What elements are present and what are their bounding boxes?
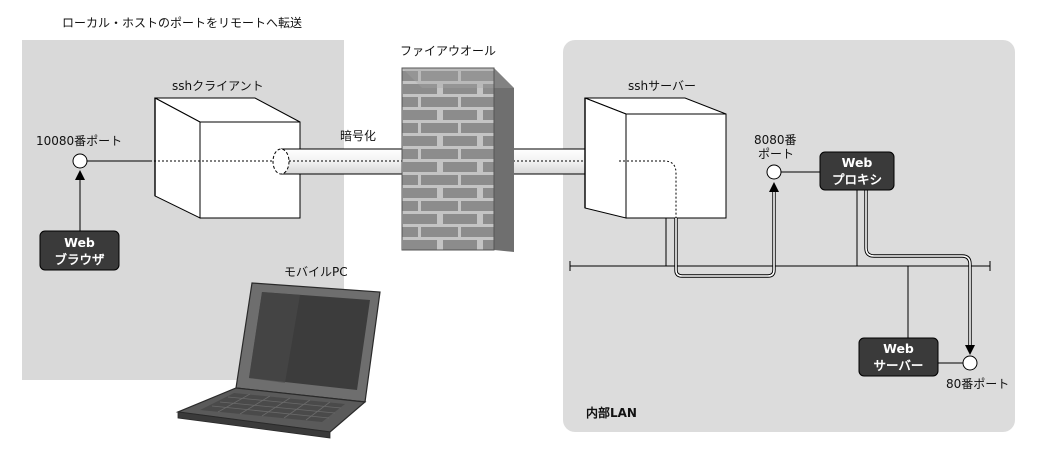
web-browser-line1: Web — [64, 235, 95, 250]
web-port-label: 80番ポート — [946, 377, 1009, 391]
laptop-icon — [175, 282, 381, 439]
diagram-title: ローカル・ホストのポートをリモートへ転送 — [62, 15, 302, 30]
internal-lan-label: 内部LAN — [586, 405, 637, 420]
web-server-line1: Web — [883, 341, 914, 356]
web-browser-line2: ブラウザ — [54, 252, 105, 267]
local-port-label: 10080番ポート — [36, 134, 122, 148]
laptop-label: モバイルPC — [284, 265, 348, 279]
local-port-circle — [72, 153, 88, 169]
firewall-wall — [401, 67, 514, 252]
web-browser-node[interactable]: Web ブラウザ — [39, 230, 120, 271]
web-proxy-node[interactable]: Web プロキシ — [819, 151, 895, 191]
ssh-server-label: sshサーバー — [628, 79, 696, 93]
firewall-label: ファイアウオール — [400, 44, 496, 58]
proxy-port-label-2: ポート — [758, 147, 794, 161]
ssh-client-label: sshクライアント — [172, 79, 264, 93]
web-proxy-line1: Web — [842, 155, 873, 170]
web-server-line2: サーバー — [874, 358, 924, 373]
web-server-node[interactable]: Web サーバー — [858, 337, 939, 377]
web-port-circle — [962, 355, 978, 371]
encryption-label: 暗号化 — [340, 128, 376, 143]
proxy-port-circle — [766, 164, 782, 180]
web-proxy-line2: プロキシ — [832, 172, 882, 187]
ssh-server-box — [584, 97, 727, 219]
proxy-port-label-1: 8080番 — [754, 133, 797, 147]
